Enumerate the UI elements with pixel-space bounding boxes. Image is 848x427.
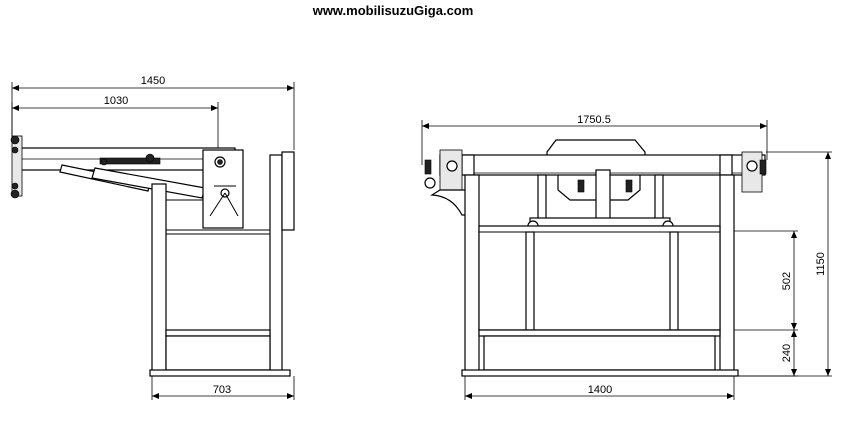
website-url: www.mobilisuzuGiga.com [312,3,474,18]
dim-base-width: 1400 [464,376,735,400]
hydraulic-cylinder [59,153,206,199]
dim-lower-height-label: 240 [781,344,793,362]
dim-lower-height: 240 [734,330,798,377]
dim-arm-length: 1030 [11,95,219,160]
dim-frame-depth: 703 [151,376,295,400]
front-view: 1750.5 [421,114,832,400]
dim-top-width-label: 1750.5 [577,114,611,126]
dim-total-height-label: 1150 [815,252,827,276]
dim-total-length: 1450 [11,75,295,150]
dim-arm-length-label: 1030 [104,95,128,107]
dim-upper-height-label: 502 [781,272,793,290]
side-view: 1450 1030 [10,75,295,400]
dim-total-height: 1150 [738,151,832,377]
dim-top-width: 1750.5 [421,114,768,165]
dim-total-length-label: 1450 [141,75,165,87]
dim-base-width-label: 1400 [588,384,612,396]
dim-frame-depth-label: 703 [213,384,231,396]
dim-upper-height: 502 [734,230,798,331]
